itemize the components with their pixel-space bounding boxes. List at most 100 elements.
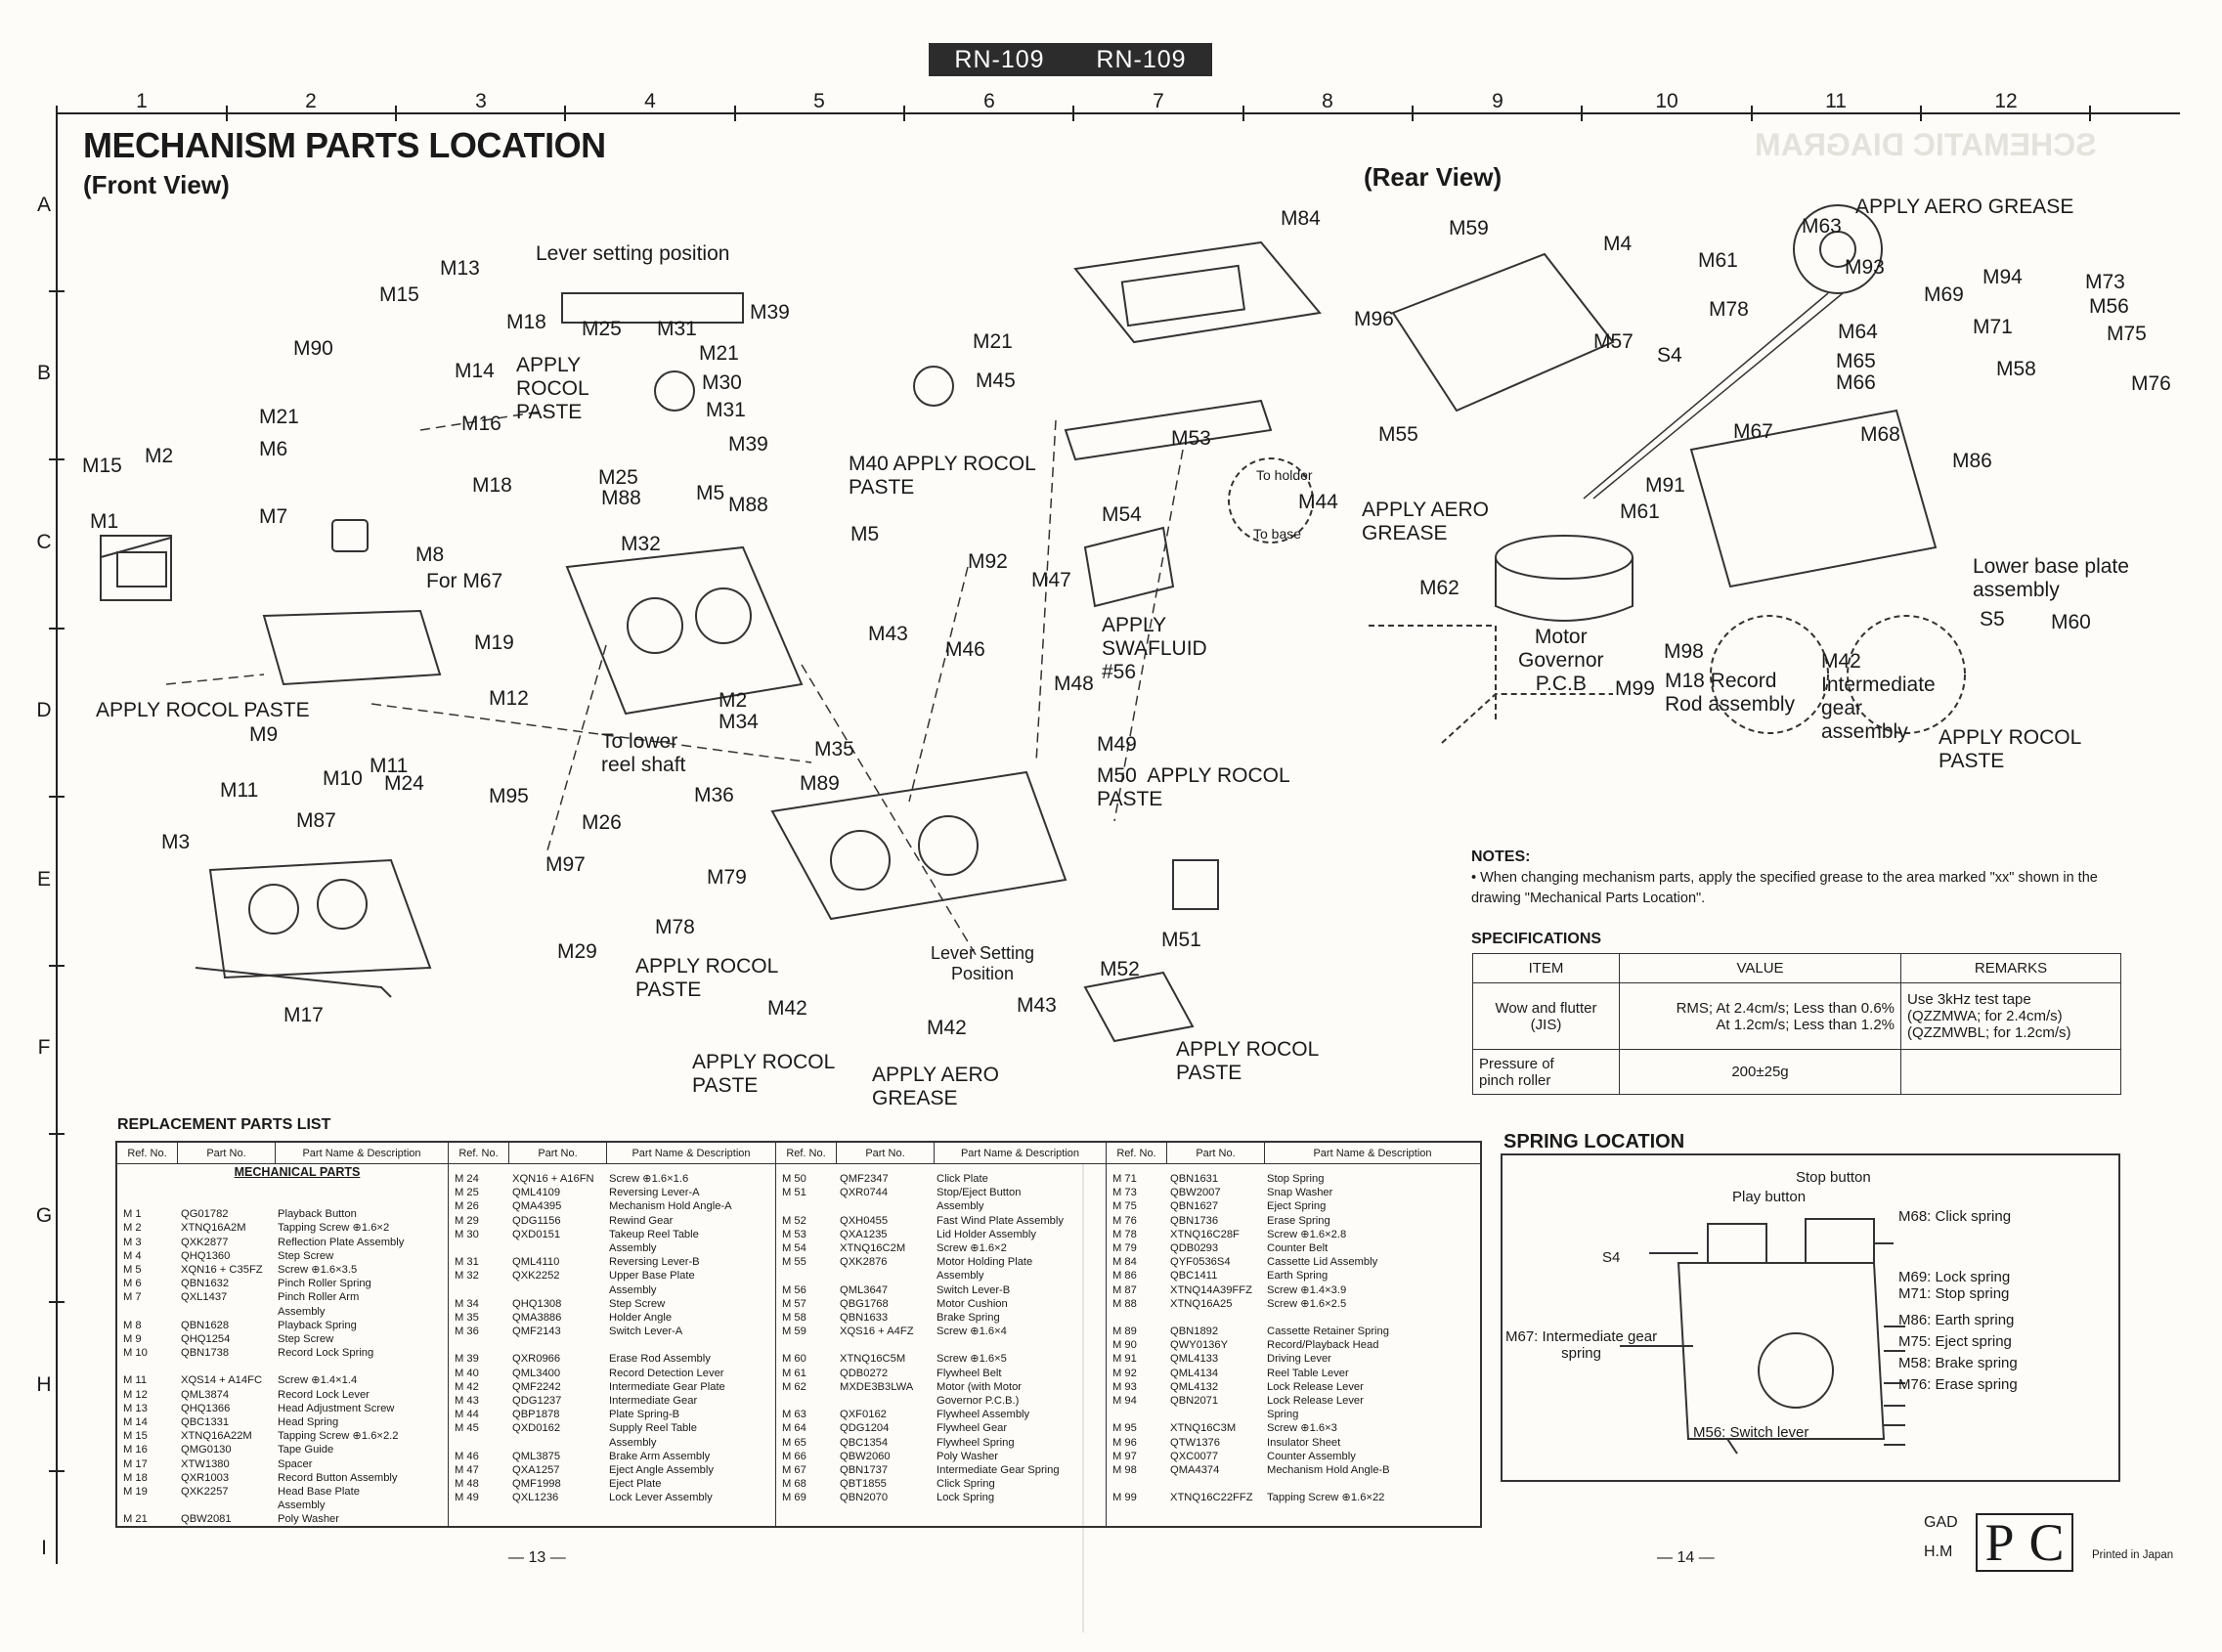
label-m86: M86 [1952,450,1992,472]
parts-ref: M 42 [455,1380,479,1393]
parts-col-2: Ref. No.Part No.Part Name & Description … [449,1143,776,1526]
parts-description: Lock Release Lever [1267,1380,1364,1393]
parts-ref: M 65 [782,1436,806,1449]
parts-description: Flywheel Belt [937,1367,1002,1379]
parts-ref: M 36 [455,1326,479,1338]
parts-ref [1107,1408,1167,1421]
parts-ref [776,1394,837,1408]
col-2: 2 [305,90,317,112]
part-upper-base [565,545,804,716]
parts-number: QML4109 [512,1187,561,1199]
parts-number: QMA4395 [512,1200,562,1213]
parts-ref: M 12 [123,1388,148,1401]
label-m64: M64 [1838,321,1878,343]
spring-m86: M86: Earth spring [1898,1312,2015,1328]
label-m45: M45 [976,370,1016,392]
parts-number: QXF0162 [840,1409,887,1421]
label-m96: M96 [1354,308,1394,330]
row-a: A [36,194,51,216]
parts-ref: M 75 [1112,1200,1137,1213]
label-m19: M19 [474,631,514,654]
parts-description: Head Spring [278,1416,339,1428]
parts-number: QXK2257 [181,1485,229,1498]
label-m26: M26 [582,811,622,834]
label-m34: M34 [719,711,759,733]
label-m40-apply: M40 APPLY ROCOL PASTE [849,453,1036,500]
parts-description: Holder Angle [609,1311,673,1324]
parts-ref: M 3 [123,1236,142,1248]
parts-number: XTNQ16C3M [1170,1422,1237,1435]
row-i: I [41,1537,47,1559]
label-m18-record: M18 Record Rod assembly [1665,670,1796,717]
label-m43b: M43 [868,623,908,645]
parts-description: Record Button Assembly [278,1471,398,1484]
parts-number [1167,1311,1265,1325]
header-desc: Part Name & Description [1313,1147,1432,1159]
spec-r2-item: Pressure of pinch roller [1472,1049,1620,1095]
parts-ref: M 90 [1112,1339,1137,1352]
label-lever-setting-pos: Lever Setting Position [931,943,1035,983]
parts-number: QBN1737 [840,1463,889,1476]
parts-description: Record Lock Lever [278,1388,370,1401]
parts-ref [776,1338,837,1352]
label-motor-governor: Motor Governor P.C.B [1518,626,1604,696]
parts-ref: M 87 [1112,1283,1137,1296]
header-desc: Part Name & Description [302,1147,421,1159]
parts-description: Screw ⊕1.6×2 [937,1241,1007,1254]
label-m13: M13 [440,257,480,280]
label-m31a: M31 [657,318,697,340]
parts-number [837,1199,935,1213]
label-s5: S5 [1980,608,2005,630]
part-m1 [100,535,172,601]
label-m49: M49 [1097,733,1137,756]
parts-row: Assembly [117,1499,448,1512]
label-m79: M79 [707,866,747,889]
label-m60: M60 [2051,611,2091,633]
parts-ref: M 99 [1112,1492,1137,1504]
parts-description: Tape Guide [278,1444,334,1456]
parts-ref: M 26 [455,1200,479,1213]
label-m47: M47 [1031,569,1071,591]
label-m10: M10 [323,767,363,790]
row-g: G [35,1204,53,1227]
model-left: RN-109 [954,45,1045,73]
label-apply-rocol-g: APPLY ROCOL PASTE [1176,1038,1320,1085]
parts-description: Assembly [278,1500,326,1512]
label-m46: M46 [945,638,985,661]
header-ref: Ref. No. [449,1143,509,1163]
parts-ref: M 97 [1112,1450,1137,1462]
parts-ref: M 71 [1112,1173,1137,1185]
part-m30 [654,370,695,412]
parts-number: QBW2007 [1170,1187,1221,1199]
parts-description: Counter Belt [1267,1241,1329,1254]
parts-row: Assembly [776,1199,1106,1213]
spec-title: SPECIFICATIONS [1471,931,1602,947]
label-m43a: M43 [1017,994,1057,1017]
label-s4: S4 [1657,344,1682,367]
parts-number: QMG0130 [181,1444,232,1456]
label-m53: M53 [1171,427,1211,450]
parts-ref [449,1436,509,1450]
label-m76: M76 [2131,372,2171,395]
parts-number [178,1305,276,1319]
parts-number: QXD0162 [512,1422,561,1435]
